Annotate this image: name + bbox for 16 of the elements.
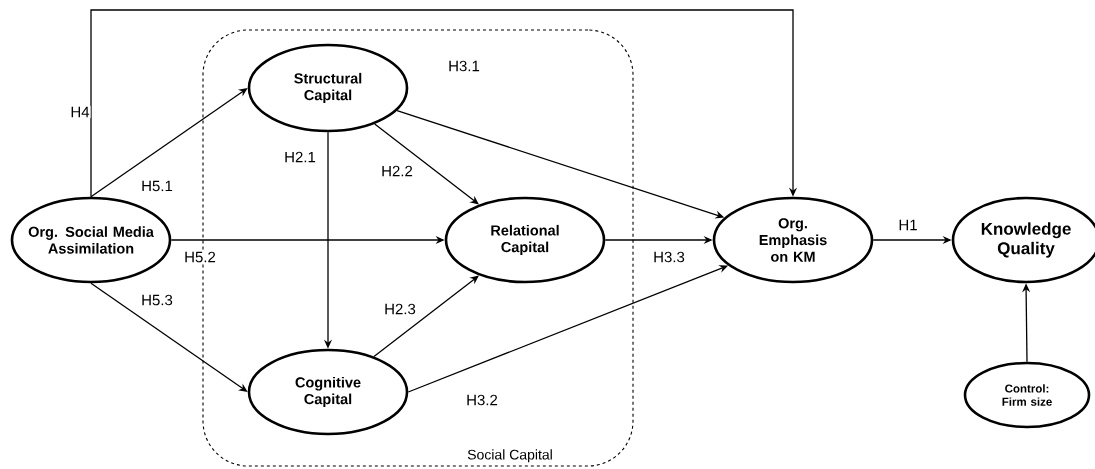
edge-label: H2.1: [283, 150, 317, 164]
edge-label: H1: [897, 218, 919, 232]
edge-label: H3.3: [652, 250, 686, 264]
arrow: [90, 282, 248, 392]
edge-label: H3.2: [465, 393, 499, 407]
edge-label: H5.1: [140, 179, 174, 193]
edge-label: H3.1: [447, 59, 481, 73]
arrow: [90, 9, 798, 198]
edge-label: H2.3: [383, 302, 417, 316]
edge-label: H5.3: [140, 293, 174, 307]
arrow: [374, 123, 479, 205]
edge-label: H4: [69, 105, 91, 119]
edge-label: H2.2: [380, 164, 414, 178]
edge-label: H5.2: [183, 250, 217, 264]
arrow: [373, 275, 479, 358]
arrow: [90, 88, 248, 198]
